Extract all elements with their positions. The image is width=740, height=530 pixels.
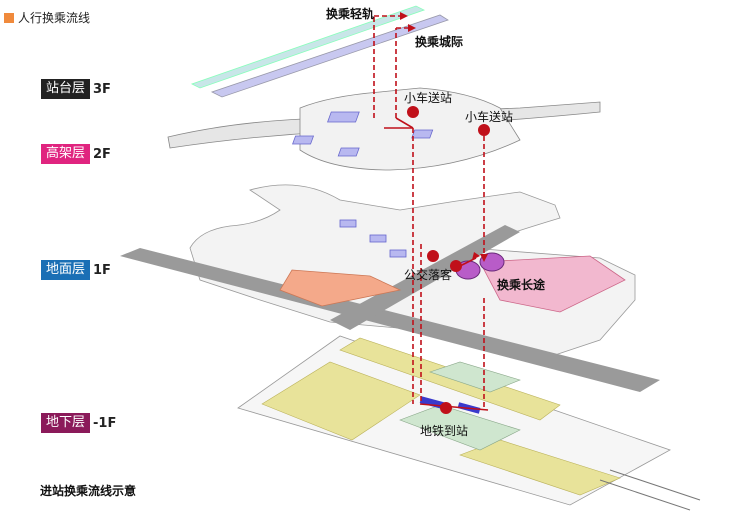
label-long-distance: 换乘长途: [497, 278, 546, 292]
label-intercity: 换乘城际: [415, 35, 464, 49]
road-horizontal: [120, 248, 660, 392]
coach-area: [479, 255, 626, 313]
level-floor-1f: 1F: [93, 262, 111, 278]
intercity-track: [210, 14, 449, 98]
label-car-dropoff-2: 小车送站: [465, 110, 514, 124]
level-tag-2f: 高架层 2F: [41, 144, 111, 164]
level-tag-3f: 站台层 3F: [41, 79, 111, 99]
label-metro-arrival: 地铁到站: [420, 424, 469, 438]
level-floor-b1: -1F: [93, 415, 117, 431]
level-name-1f: 地面层: [41, 260, 91, 280]
legend: 人行换乘流线: [4, 9, 90, 26]
flow-origin-dots: [407, 106, 490, 414]
label-light-rail: 换乘轻轨: [326, 7, 375, 21]
legend-label: 人行换乘流线: [18, 11, 91, 25]
level-tag-b1: 地下层 -1F: [41, 413, 116, 433]
level-name-2f: 高架层: [41, 144, 91, 164]
light-rail-track: [190, 5, 426, 89]
level-name-b1: 地下层: [41, 413, 91, 433]
track-green-2: [429, 361, 521, 393]
label-bus-dropoff: 公交落客: [404, 268, 453, 282]
track-yellow-2: [339, 337, 561, 421]
elevated-level: [167, 87, 601, 171]
level-floor-3f: 3F: [93, 81, 111, 97]
road-diagonal: [330, 225, 520, 330]
level-name-3f: 站台层: [41, 79, 91, 99]
level-tag-1f: 地面层 1F: [41, 260, 111, 280]
level-floor-2f: 2F: [93, 146, 111, 162]
flow-arrowheads: [400, 12, 488, 262]
bus-area: [279, 269, 402, 307]
underground-level: [237, 335, 701, 511]
legend-swatch: [4, 12, 14, 23]
track-green-1: [399, 404, 521, 451]
label-car-dropoff-1: 小车送站: [404, 91, 453, 105]
track-yellow-1: [261, 361, 421, 441]
diagram-caption: 进站换乘流线示意: [40, 484, 137, 498]
